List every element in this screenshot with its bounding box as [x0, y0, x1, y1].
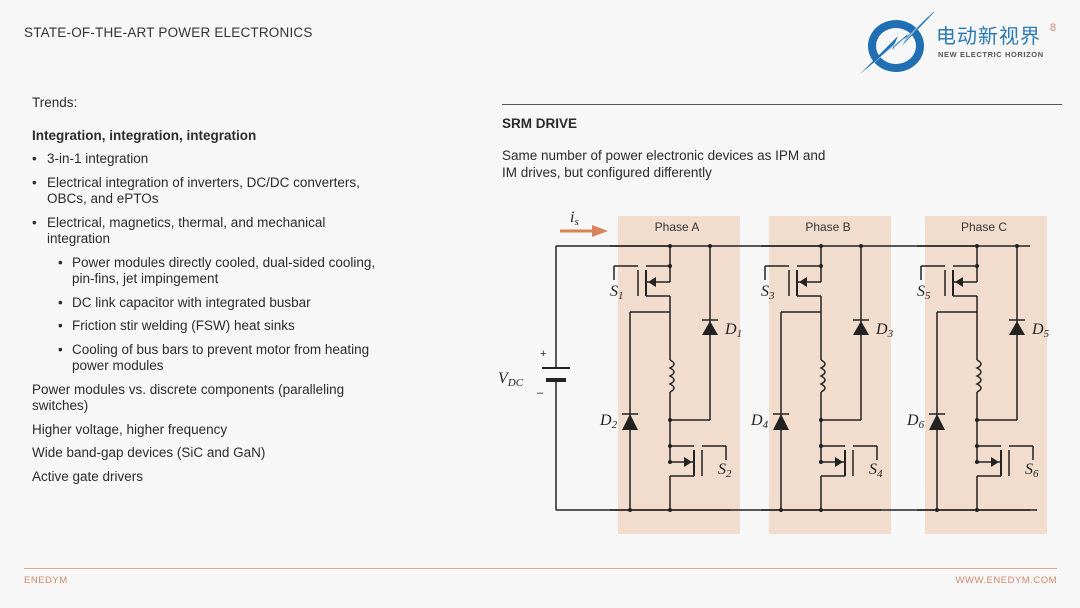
d4-label: D4	[750, 412, 769, 431]
sub-list-item: DC link capacitor with integrated busbar	[32, 295, 392, 312]
phase-c-region	[925, 216, 1047, 534]
sub-list-item: Cooling of bus bars to prevent motor fro…	[32, 342, 392, 375]
s6-label: S6	[1025, 461, 1039, 480]
phase-a-label: Phase A	[655, 220, 700, 234]
phase-a-region	[618, 216, 740, 534]
vdc-minus: –	[537, 387, 544, 399]
page-number: 8	[1050, 22, 1057, 34]
s2-label: S2	[718, 461, 732, 480]
phase-b-label: Phase B	[805, 220, 850, 234]
integration-heading: Integration, integration, integration	[32, 127, 257, 143]
lightning-globe-icon	[860, 6, 940, 74]
phase-c-label: Phase C	[961, 220, 1007, 234]
list-item: Electrical, magnetics, thermal, and mech…	[32, 215, 392, 248]
current-label: is	[570, 209, 579, 228]
brand-logo: 电动新视界 NEW ELECTRIC HORIZON	[858, 6, 1058, 76]
d3-label: D3	[875, 321, 894, 340]
trends-label: Trends:	[32, 95, 78, 110]
d2-label: D2	[599, 412, 618, 431]
section-divider	[502, 104, 1062, 105]
vdc-plus: +	[540, 348, 546, 360]
logo-chinese-text: 电动新视界	[936, 24, 1041, 48]
trend-item: Higher voltage, higher frequency	[32, 421, 228, 437]
integration-list: 3-in-1 integration Electrical integratio…	[32, 151, 392, 375]
list-item: Electrical integration of inverters, DC/…	[32, 175, 392, 208]
logo-english-text: NEW ELECTRIC HORIZON	[938, 50, 1044, 59]
s5-label: S5	[917, 283, 931, 302]
footer-divider	[24, 568, 1057, 569]
sub-list-item: Power modules directly cooled, dual-side…	[32, 255, 392, 288]
sub-list-item: Friction stir welding (FSW) heat sinks	[32, 318, 392, 335]
trend-item: Power modules vs. discrete components (p…	[32, 381, 345, 414]
s3-label: S3	[761, 283, 775, 302]
d6-label: D6	[906, 412, 925, 431]
s1-label: S1	[610, 283, 624, 302]
list-item: 3-in-1 integration	[32, 151, 392, 168]
trend-item: Wide band-gap devices (SiC and GaN)	[32, 445, 266, 460]
srm-drive-circuit-diagram: Phase A Phase B Phase C + – VDC is S1 D1…	[498, 209, 1050, 534]
d5-label: D5	[1031, 321, 1050, 340]
phase-b-region	[769, 216, 891, 534]
srm-drive-description: Same number of power electronic devices …	[502, 148, 826, 180]
srm-drive-title: SRM DRIVE	[502, 116, 578, 131]
s4-label: S4	[869, 461, 883, 480]
trends-column: Trends: Integration, integration, integr…	[32, 95, 392, 492]
trend-item: Active gate drivers	[32, 468, 144, 484]
footer-brand: ENEDYM	[24, 575, 68, 586]
footer-url: WWW.ENEDYM.COM	[955, 575, 1057, 586]
d1-label: D1	[724, 321, 742, 340]
vdc-label: VDC	[498, 370, 524, 389]
page-header-title: STATE-OF-THE-ART POWER ELECTRONICS	[24, 25, 313, 40]
